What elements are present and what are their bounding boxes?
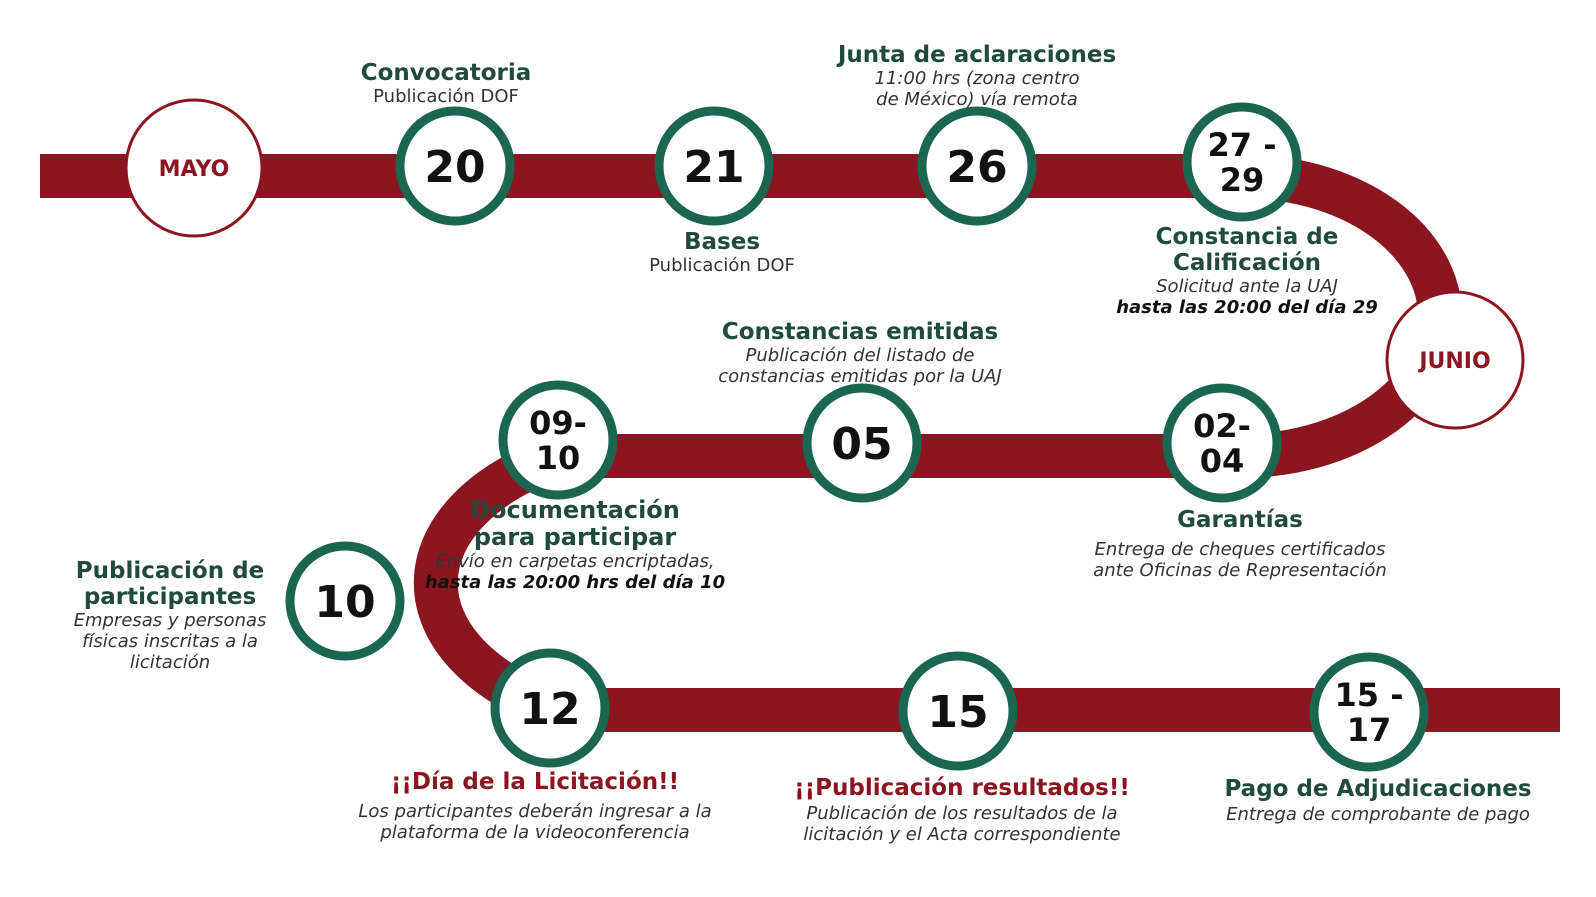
date-number: 27 - — [1208, 126, 1277, 164]
date-number: 10 — [536, 439, 581, 477]
date-node-ring — [1182, 102, 1302, 222]
event-title-line1: Constancia de — [1155, 224, 1339, 250]
event-title: Bases — [683, 229, 761, 255]
event-deadline: hasta las 20:00 del día 29 — [1116, 297, 1378, 319]
date-node-ring — [285, 541, 405, 661]
date-node-ring — [498, 380, 618, 500]
event-desc-line1: 11:00 hrs (zona centro — [874, 67, 1080, 89]
event-publicacion-resultados: ¡¡Publicación resultados!! Publicación d… — [762, 775, 1162, 845]
event-convocatoria: Convocatoria Publicación DOF — [296, 60, 596, 107]
event-title: Pago de Adjudicaciones — [1224, 776, 1532, 802]
event-publicacion-participantes: Publicación de participantes Empresas y … — [40, 558, 300, 673]
event-desc-line2: licitación y el Acta correspondiente — [803, 824, 1121, 846]
event-desc: Entrega de comprobante de pago — [1226, 803, 1530, 825]
event-bases: Bases Publicación DOF — [572, 229, 872, 276]
event-title: Junta de aclaraciones — [837, 42, 1117, 68]
date-node-ring — [802, 383, 922, 503]
event-garantias: Garantías Entrega de cheques certificado… — [1060, 507, 1420, 581]
event-junta-aclaraciones: Junta de aclaraciones 11:00 hrs (zona ce… — [777, 42, 1177, 110]
event-desc-line1: Entrega de cheques certificados — [1094, 538, 1386, 560]
date-number: 09- — [529, 404, 587, 442]
date-node-12: 12 — [490, 648, 610, 768]
event-desc: Solicitud ante la UAJ — [1156, 275, 1338, 297]
event-desc-line2: de México) vía remota — [876, 89, 1078, 111]
date-node-09-10: 09-10 — [498, 380, 618, 500]
event-desc-line1: Publicación de los resultados de la — [806, 802, 1118, 824]
date-number: 17 — [1347, 711, 1392, 749]
event-title-line2: para participar — [473, 523, 677, 552]
date-number: 10 — [314, 577, 375, 628]
date-node-ring — [654, 106, 774, 226]
date-node-10: 10 — [285, 541, 405, 661]
event-constancia-calificacion: Constancia de Calificación Solicitud ant… — [1087, 224, 1407, 318]
date-node-27-29: 27 -29 — [1182, 102, 1302, 222]
event-desc-line1: Publicación del listado de — [745, 344, 975, 366]
date-node-ring — [898, 651, 1018, 771]
date-number: 12 — [519, 684, 580, 735]
event-title-line1: Documentación — [470, 496, 680, 524]
date-number: 05 — [831, 419, 892, 470]
date-node-ring — [395, 106, 515, 226]
month-marker-junio: JUNIO — [1385, 290, 1525, 430]
event-desc-line3: licitación — [129, 652, 211, 674]
event-title: ¡¡Publicación resultados!! — [794, 775, 1130, 801]
event-desc-line2: plataforma de la videoconferencia — [380, 822, 690, 844]
date-number: 02- — [1193, 407, 1251, 445]
event-deadline: hasta las 20:00 hrs del día 10 — [424, 572, 726, 594]
event-desc-line2: físicas inscritas a la — [82, 631, 258, 653]
event-documentacion: Documentación para participar Envío en c… — [405, 496, 745, 594]
event-title: ¡¡Día de la Licitación!! — [390, 769, 680, 795]
timeline-track — [40, 154, 1560, 732]
event-desc-line1: Los participantes deberán ingresar a la — [358, 800, 712, 822]
month-label-junio: JUNIO — [1417, 349, 1490, 374]
date-number: 21 — [683, 142, 744, 193]
event-desc: Envío en carpetas encriptadas, — [435, 551, 715, 573]
event-title: Constancias emitidas — [721, 319, 999, 345]
date-number: 26 — [946, 142, 1007, 193]
date-number: 04 — [1200, 442, 1245, 480]
date-node-ring — [917, 106, 1037, 226]
date-node-21: 21 — [654, 106, 774, 226]
date-number: 20 — [424, 142, 485, 193]
month-label-mayo: MAYO — [159, 157, 230, 182]
date-node-26: 26 — [917, 106, 1037, 226]
date-node-ring — [1309, 652, 1429, 772]
date-node-20: 20 — [395, 106, 515, 226]
event-title-line2: Calificación — [1172, 249, 1322, 276]
date-node-ring — [1162, 383, 1282, 503]
date-node-02-04: 02-04 — [1162, 383, 1282, 503]
event-title: Garantías — [1177, 507, 1303, 533]
date-node-15-17: 15 -17 — [1309, 652, 1429, 772]
event-desc-line2: constancias emitidas por la UAJ — [718, 366, 1002, 388]
event-subtitle: Publicación DOF — [649, 254, 795, 276]
month-marker-mayo: MAYO — [124, 98, 264, 238]
date-node-ring — [490, 648, 610, 768]
event-subtitle: Publicación DOF — [373, 85, 519, 107]
event-title-line1: Publicación de — [75, 558, 265, 584]
date-number: 29 — [1220, 161, 1265, 199]
date-number: 15 — [927, 687, 988, 738]
event-dia-licitacion: ¡¡Día de la Licitación!! Los participant… — [325, 769, 745, 843]
event-pago-adjudicaciones: Pago de Adjudicaciones Entrega de compro… — [1196, 776, 1560, 825]
event-title-line2: participantes — [83, 583, 257, 610]
date-node-05: 05 — [802, 383, 922, 503]
date-node-15: 15 — [898, 651, 1018, 771]
event-desc-line2: ante Oficinas de Representación — [1093, 560, 1387, 582]
event-title: Convocatoria — [360, 60, 532, 86]
date-number: 15 - — [1335, 676, 1404, 714]
event-constancias-emitidas: Constancias emitidas Publicación del lis… — [660, 319, 1060, 387]
event-desc-line1: Empresas y personas — [73, 609, 267, 631]
